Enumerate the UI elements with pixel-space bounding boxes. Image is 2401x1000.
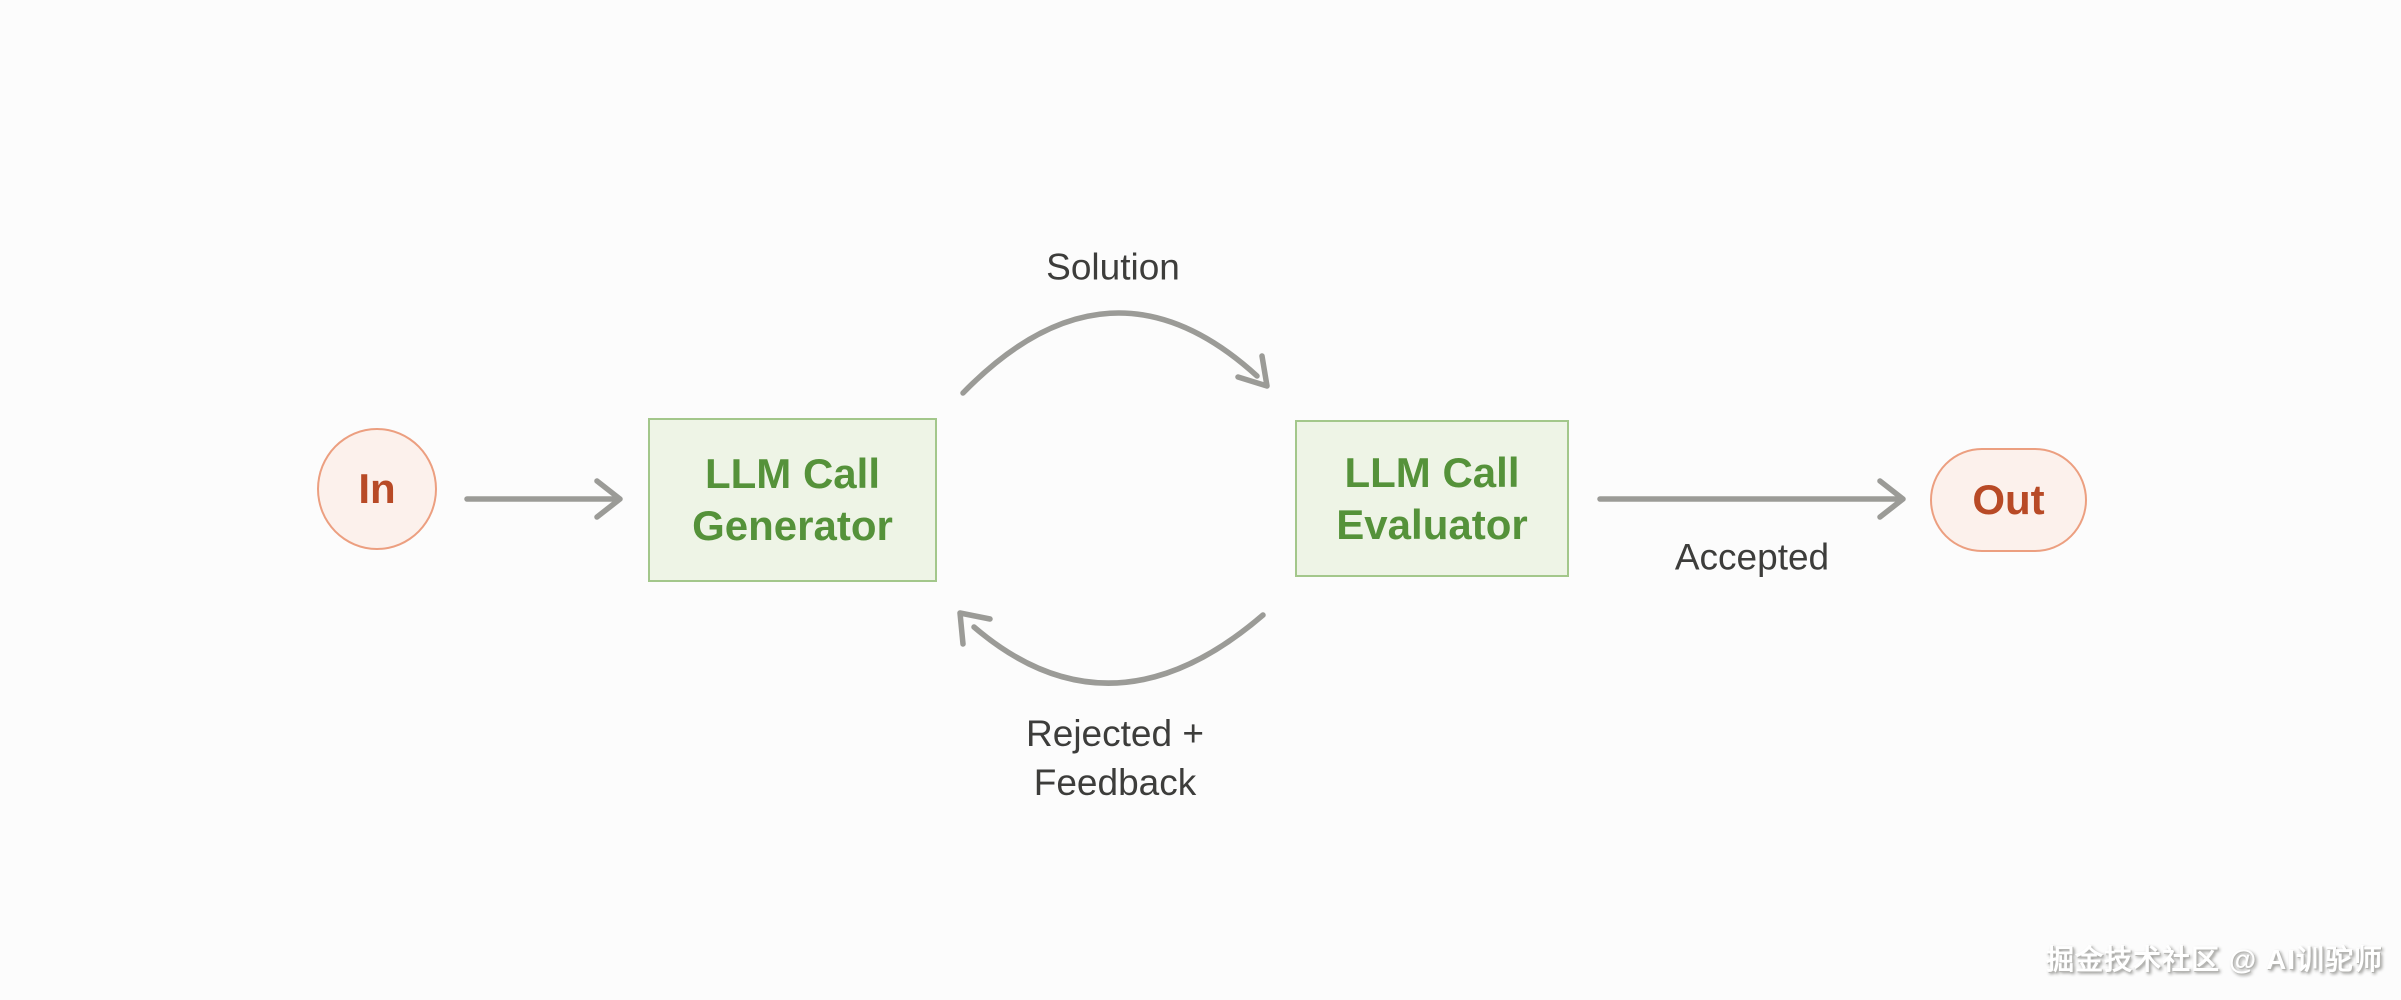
out-node-label: Out — [1972, 476, 2045, 523]
accepted-arrow — [1597, 478, 1906, 520]
generator-box: LLM Call Generator — [648, 418, 937, 582]
evaluator-label-line2: Evaluator — [1336, 500, 1528, 548]
input-arrow — [464, 478, 623, 520]
rejected-label-line1: Rejected + — [1026, 713, 1204, 754]
generator-label-line2: Generator — [692, 502, 893, 549]
generator-label-line1: LLM Call — [705, 450, 880, 497]
watermark: 掘金技术社区 @ AI训驼师 — [2046, 944, 2383, 975]
in-node-label: In — [358, 465, 396, 512]
in-node: In — [317, 428, 437, 550]
evaluator-label-line1: LLM Call — [1344, 448, 1520, 496]
solution-arrow — [960, 310, 1270, 396]
evaluator-box: LLM Call Evaluator — [1295, 420, 1569, 577]
accepted-label: Accepted — [1674, 536, 1830, 578]
rejected-label-line2: Feedback — [1033, 762, 1197, 803]
solution-label: Solution — [1046, 246, 1180, 288]
rejected-feedback-label: Rejected + Feedback — [1026, 709, 1204, 807]
out-node: Out — [1930, 448, 2087, 552]
feedback-arrow — [957, 610, 1266, 686]
